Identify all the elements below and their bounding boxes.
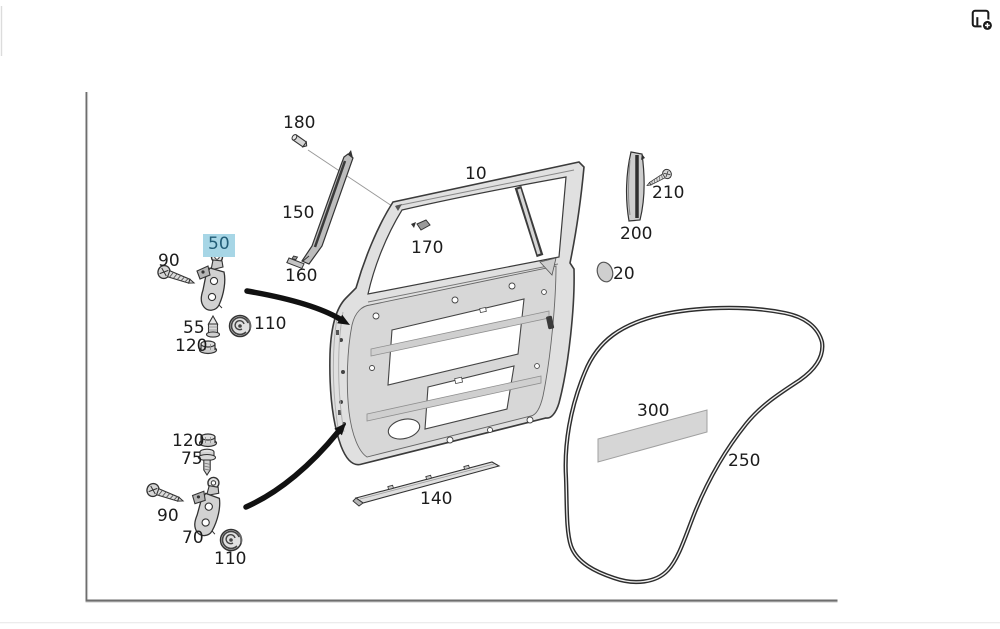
part-label-170[interactable]: 170 [411,238,444,258]
part-label-200[interactable]: 200 [620,224,653,244]
part-label-110-upper[interactable]: 110 [254,314,287,334]
part-label-140[interactable]: 140 [420,489,453,509]
part-75-bolt[interactable] [197,448,217,477]
part-55-expansion-rivet[interactable] [205,314,221,338]
part-label-90-lower[interactable]: 90 [157,506,179,526]
part-20-plug[interactable] [595,260,615,284]
part-10-door-shell[interactable] [329,161,585,466]
part-label-120-upper[interactable]: 120 [175,336,208,356]
part-90-screw-lower[interactable] [144,481,186,508]
part-label-75[interactable]: 75 [181,449,203,469]
part-label-50-selected[interactable]: 50 [203,234,235,257]
part-label-10[interactable]: 10 [465,164,487,184]
part-110-grommet-lower[interactable] [219,528,243,552]
mounting-arrow-upper [244,288,350,325]
part-label-70[interactable]: 70 [182,528,204,548]
mounting-arrow-lower [243,423,346,510]
part-label-110-lower[interactable]: 110 [214,549,247,569]
part-160-clip[interactable] [286,255,305,270]
part-300-strip[interactable] [597,409,708,463]
part-label-300[interactable]: 300 [637,401,670,421]
part-label-160[interactable]: 160 [285,266,318,286]
part-label-90-upper[interactable]: 90 [158,251,180,271]
part-label-20[interactable]: 20 [613,264,635,284]
add-frame-plus-icon [971,9,992,30]
part-label-210[interactable]: 210 [652,183,685,203]
part-150-pillar-trim[interactable] [301,150,354,265]
part-label-150[interactable]: 150 [282,203,315,223]
part-140-sill-strip[interactable] [352,461,501,507]
part-180-pin[interactable] [291,134,308,149]
leader-line-180 [307,149,393,207]
page-frame [0,6,1000,624]
part-170-clip[interactable] [411,219,431,231]
part-200-pillar-trim[interactable] [625,151,645,222]
add-frame-button[interactable] [968,6,994,32]
part-label-55[interactable]: 55 [183,318,205,338]
part-label-250[interactable]: 250 [728,451,761,471]
part-110-grommet-upper[interactable] [228,314,252,338]
part-label-120-lower[interactable]: 120 [172,431,205,451]
part-50-hinge-upper[interactable] [196,250,226,311]
part-250-door-seal[interactable] [563,305,825,585]
part-label-180[interactable]: 180 [283,113,316,133]
